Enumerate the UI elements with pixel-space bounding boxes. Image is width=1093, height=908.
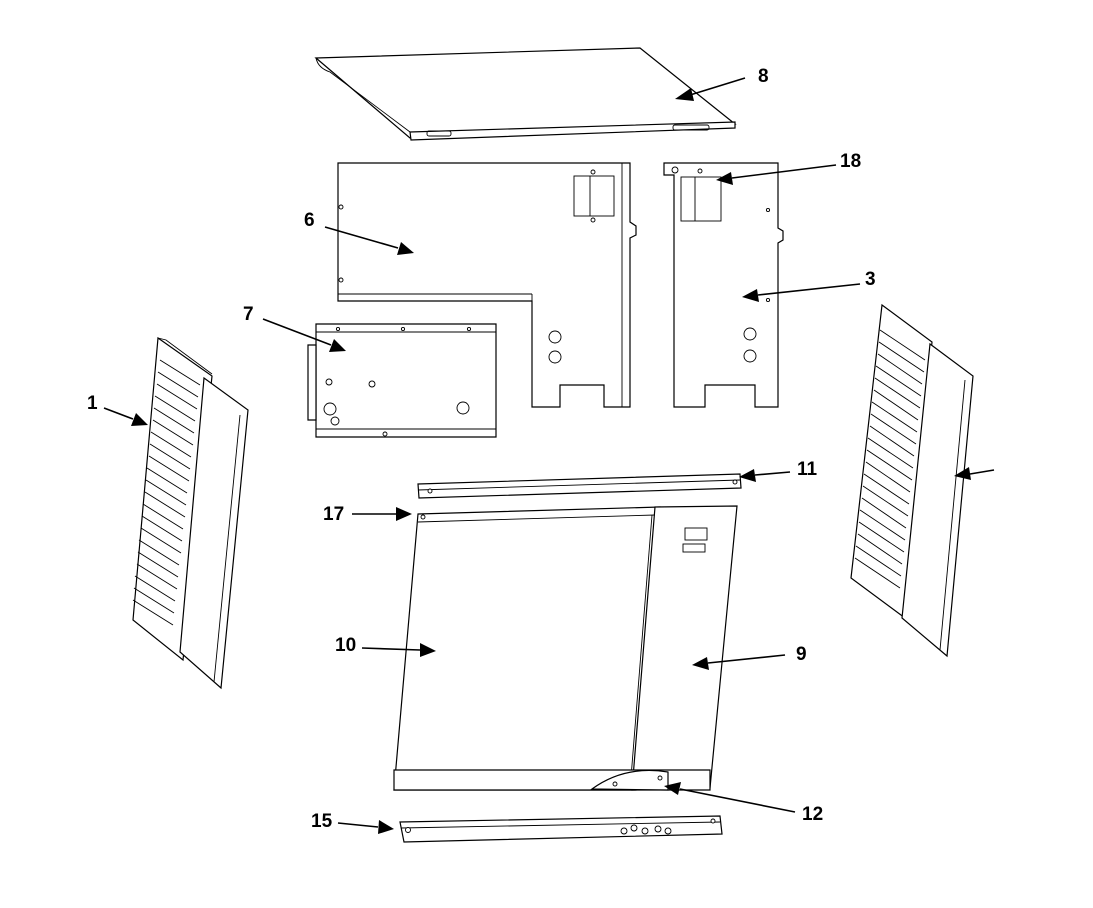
leader-arrow-17 — [352, 507, 412, 521]
callout-17: 17 — [323, 504, 345, 525]
leader-arrow-11 — [739, 469, 791, 482]
leader-arrow-18 — [716, 164, 837, 185]
side-panel-part — [663, 162, 784, 408]
leader-arrow-10 — [361, 643, 436, 657]
leader-arrow-9 — [692, 654, 786, 670]
leader-arrow-6 — [324, 226, 414, 255]
leader-arrow-7 — [262, 318, 346, 352]
leader-arrows — [103, 77, 995, 834]
callout-6: 6 — [304, 210, 315, 231]
leader-arrow-3 — [742, 283, 861, 302]
callout-10: 10 — [335, 635, 357, 656]
leader-arrow-1 — [103, 407, 148, 426]
leader-arrow-right-panel — [954, 467, 995, 480]
front-panel-part — [393, 505, 738, 791]
leader-arrow-8 — [675, 77, 746, 101]
top-rail-part — [417, 473, 742, 499]
callout-15: 15 — [311, 811, 333, 832]
callout-7: 7 — [243, 304, 254, 325]
leader-arrow-12 — [664, 782, 796, 813]
back-panel-part — [337, 162, 637, 408]
bottom-rail-part — [399, 815, 723, 843]
callout-1: 1 — [87, 393, 98, 414]
callout-3: 3 — [865, 269, 876, 290]
leader-arrow-15 — [337, 820, 394, 834]
callout-9: 9 — [796, 644, 807, 665]
right-louver-panel-part — [850, 303, 974, 658]
control-box-part — [307, 323, 497, 438]
top-panel-part — [314, 47, 737, 141]
callout-8: 8 — [758, 66, 769, 87]
left-louver-panel-part — [132, 336, 249, 690]
callout-12: 12 — [802, 804, 824, 825]
callout-11: 11 — [797, 459, 818, 480]
callout-18: 18 — [840, 151, 862, 172]
